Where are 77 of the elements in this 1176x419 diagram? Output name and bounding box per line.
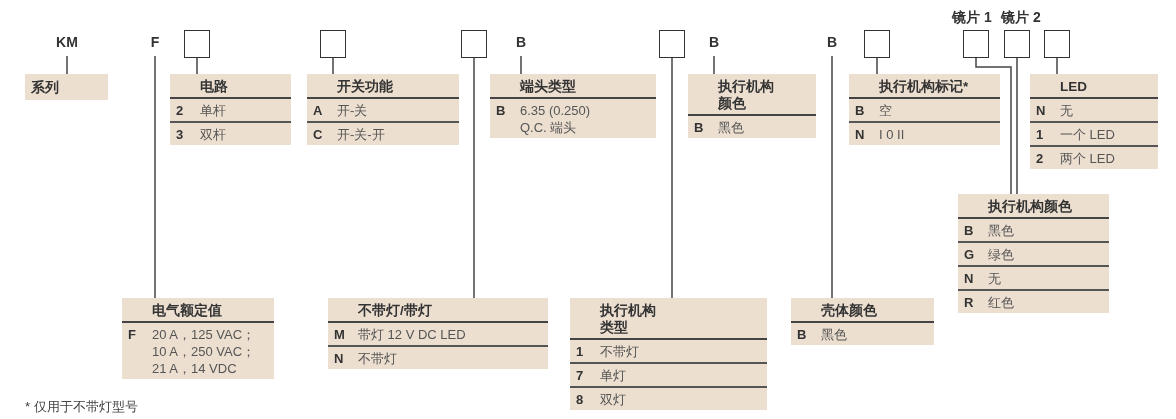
option-code: B [496, 102, 507, 119]
option-description: 20 A，125 VAC；10 A，250 VAC；21 A，14 VDC [152, 326, 257, 377]
connector-line [1056, 57, 1058, 75]
table-heading: 执行机构类型 [600, 302, 656, 336]
table-heading: 电路 [200, 78, 228, 95]
option-description: 空 [879, 102, 892, 119]
connector-line [1016, 57, 1018, 195]
footnote: * 仅用于不带灯型号 [25, 398, 138, 416]
option-description: 黑色 [821, 326, 847, 343]
table-heading: 壳体颜色 [821, 302, 877, 319]
connector-line [154, 55, 156, 299]
option-description: 6.35 (0.250) Q.C. 端头 [520, 102, 592, 136]
code-letter: F [149, 33, 161, 51]
slot-label: 镜片 1 [952, 8, 992, 26]
option-description: 带灯 12 V DC LED [358, 326, 466, 343]
option-code: N [964, 270, 975, 287]
option-description: 开-关-开 [337, 126, 385, 143]
option-code: B [855, 102, 866, 119]
option-description: 双灯 [600, 391, 626, 408]
option-description: 单灯 [600, 367, 626, 384]
option-code: B [964, 222, 975, 239]
connector-line [876, 57, 878, 75]
code-letter: B [514, 33, 528, 51]
option-description: 红色 [988, 294, 1014, 311]
connector-line [332, 57, 334, 75]
option-code: N [1036, 102, 1047, 119]
option-code: 3 [176, 126, 185, 143]
code-letter: B [825, 33, 839, 51]
option-description: 无 [988, 270, 1001, 287]
code-letter: KM [55, 33, 79, 51]
option-code: M [334, 326, 346, 343]
option-code: A [313, 102, 324, 119]
table-heading: 开关功能 [337, 78, 393, 95]
connector-line [671, 57, 673, 299]
option-description: 黑色 [988, 222, 1014, 239]
connector-line [975, 57, 1012, 195]
option-description: 无 [1060, 102, 1073, 119]
connector-line [831, 55, 833, 299]
connector-line [473, 57, 475, 299]
table-heading: 系列 [31, 80, 59, 95]
option-code: G [964, 246, 976, 263]
option-description: 单杆 [200, 102, 226, 119]
option-code: N [855, 126, 866, 143]
option-code: B [797, 326, 808, 343]
connector-line [196, 57, 198, 75]
table-heading: LED [1060, 78, 1087, 95]
connector-line [520, 55, 522, 75]
option-code: 2 [1036, 150, 1045, 167]
option-code: 1 [576, 343, 585, 360]
option-description: 绿色 [988, 246, 1014, 263]
table-heading: 执行机构颜色 [988, 198, 1072, 215]
option-code: F [128, 326, 137, 343]
table-heading: 执行机构标记* [879, 78, 969, 95]
option-code: B [694, 119, 705, 136]
option-code: 2 [176, 102, 185, 119]
option-description: 两个 LED [1060, 150, 1115, 167]
option-description: 不带灯 [358, 350, 397, 367]
option-code: 1 [1036, 126, 1045, 143]
table-heading: 不带灯/带灯 [358, 302, 432, 319]
table-heading: 执行机构颜色 [718, 78, 774, 112]
option-description: 一个 LED [1060, 126, 1115, 143]
connector-line [66, 55, 68, 75]
option-description: 双杆 [200, 126, 226, 143]
option-code: R [964, 294, 975, 311]
table-heading: 电气额定值 [152, 302, 222, 319]
option-code: C [313, 126, 324, 143]
code-letter: B [707, 33, 721, 51]
option-description: 黑色 [718, 119, 744, 136]
option-code: 7 [576, 367, 585, 384]
option-description: 开-关 [337, 102, 368, 119]
table-heading: 端头类型 [520, 78, 576, 95]
option-code: 8 [576, 391, 585, 408]
option-description: I 0 II [879, 126, 905, 143]
slot-label: 镜片 2 [1001, 8, 1041, 26]
option-description: 不带灯 [600, 343, 639, 360]
connector-line [713, 55, 715, 75]
option-code: N [334, 350, 345, 367]
